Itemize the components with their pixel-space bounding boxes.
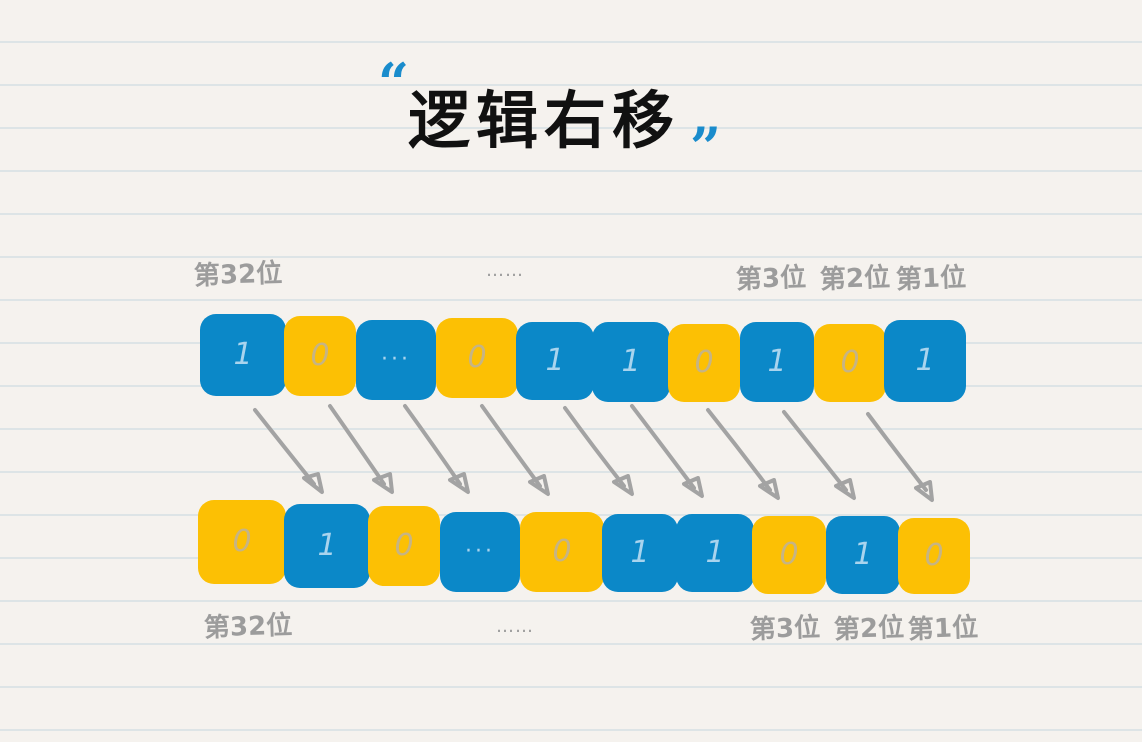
top-bit-7: 0 (668, 324, 740, 402)
top-bit-6: 1 (592, 322, 670, 402)
bottom-bit-1: 0 (198, 500, 286, 584)
arrow-5-icon (563, 406, 634, 496)
arrow-8-icon (782, 410, 856, 500)
bottom-bit-6: 1 (602, 514, 678, 592)
arrow-3-icon (403, 404, 470, 494)
arrow-7-icon (706, 408, 780, 500)
bottom-bit-8: 0 (752, 516, 826, 594)
bottom-bit-3: 0 (368, 506, 440, 586)
top-bit-1: 1 (200, 314, 286, 396)
top-label-bit1: 第1位 (895, 262, 967, 296)
top-bit-2: 0 (284, 316, 356, 396)
top-bit-9: 0 (814, 324, 886, 402)
top-label-bit32: 第32位 (193, 258, 283, 292)
open-quote-mark: “ (378, 51, 410, 115)
bottom-bit-2: 1 (284, 504, 370, 588)
arrow-1-icon (253, 408, 324, 494)
top-label-ellipsis: …… (486, 260, 524, 281)
top-bit-gap: ··· (356, 320, 436, 400)
arrow-9-icon (866, 412, 934, 502)
top-bit-8: 1 (740, 322, 814, 402)
bottom-label-bit3: 第3位 (749, 612, 821, 646)
arrow-6-icon (630, 404, 704, 498)
bottom-label-bit32: 第32位 (203, 610, 293, 644)
bottom-bit-10: 0 (898, 518, 970, 594)
bottom-bit-5: 0 (520, 512, 604, 592)
bottom-label-ellipsis: …… (496, 616, 534, 637)
bottom-bit-7: 1 (676, 514, 754, 592)
title-block: “ 逻辑右移 ” (378, 56, 738, 179)
bottom-bit-9: 1 (826, 516, 900, 594)
bottom-label-bit1: 第1位 (907, 612, 979, 646)
close-quote-mark: ” (690, 115, 722, 179)
top-label-bit3: 第3位 (735, 262, 807, 296)
bottom-bit-gap: ··· (440, 512, 520, 592)
bottom-label-bit2: 第2位 (833, 612, 905, 646)
top-bit-10: 1 (884, 320, 966, 402)
top-label-bit2: 第2位 (819, 262, 891, 296)
arrow-2-icon (328, 404, 394, 494)
top-bit-4: 0 (436, 318, 518, 398)
arrow-4-icon (480, 404, 550, 496)
top-bit-5: 1 (516, 322, 594, 400)
diagram-title: 逻辑右移 (408, 84, 681, 157)
